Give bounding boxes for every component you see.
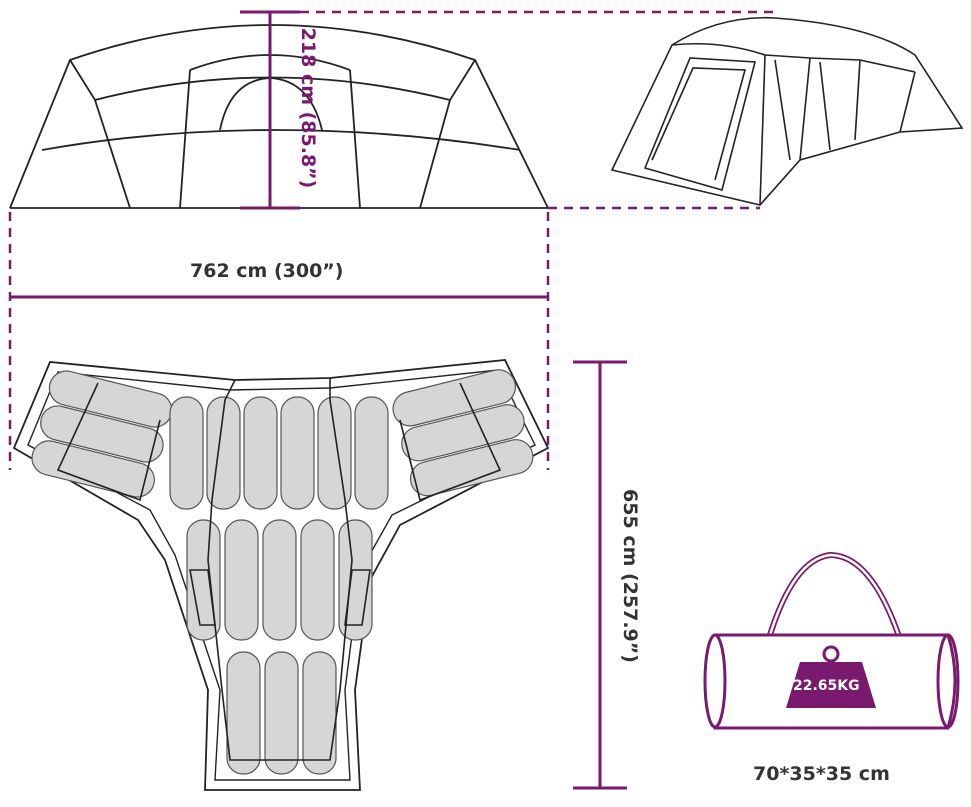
depth-label: 655 cm (257.9”) <box>619 489 641 663</box>
weight-icon <box>786 662 876 708</box>
bag-weight: 22.65KG <box>793 678 860 694</box>
width-label: 762 cm (300”) <box>190 260 344 282</box>
front-view-tent <box>9 24 549 209</box>
perspective-view-tent <box>610 16 964 206</box>
room-dividers <box>56 378 502 761</box>
height-label: 218 cm (85.8”) <box>297 27 319 189</box>
floor-plan <box>12 359 550 791</box>
sleeping-bags-center-bottom <box>226 651 337 775</box>
sleeping-bags-right <box>392 369 534 497</box>
sleeping-bags-left <box>31 370 173 498</box>
bag-size-label: 70*35*35 cm <box>753 763 890 785</box>
carry-bag <box>703 551 960 730</box>
sleeping-bags-center-top <box>169 396 389 510</box>
dimension-lines <box>8 10 775 790</box>
